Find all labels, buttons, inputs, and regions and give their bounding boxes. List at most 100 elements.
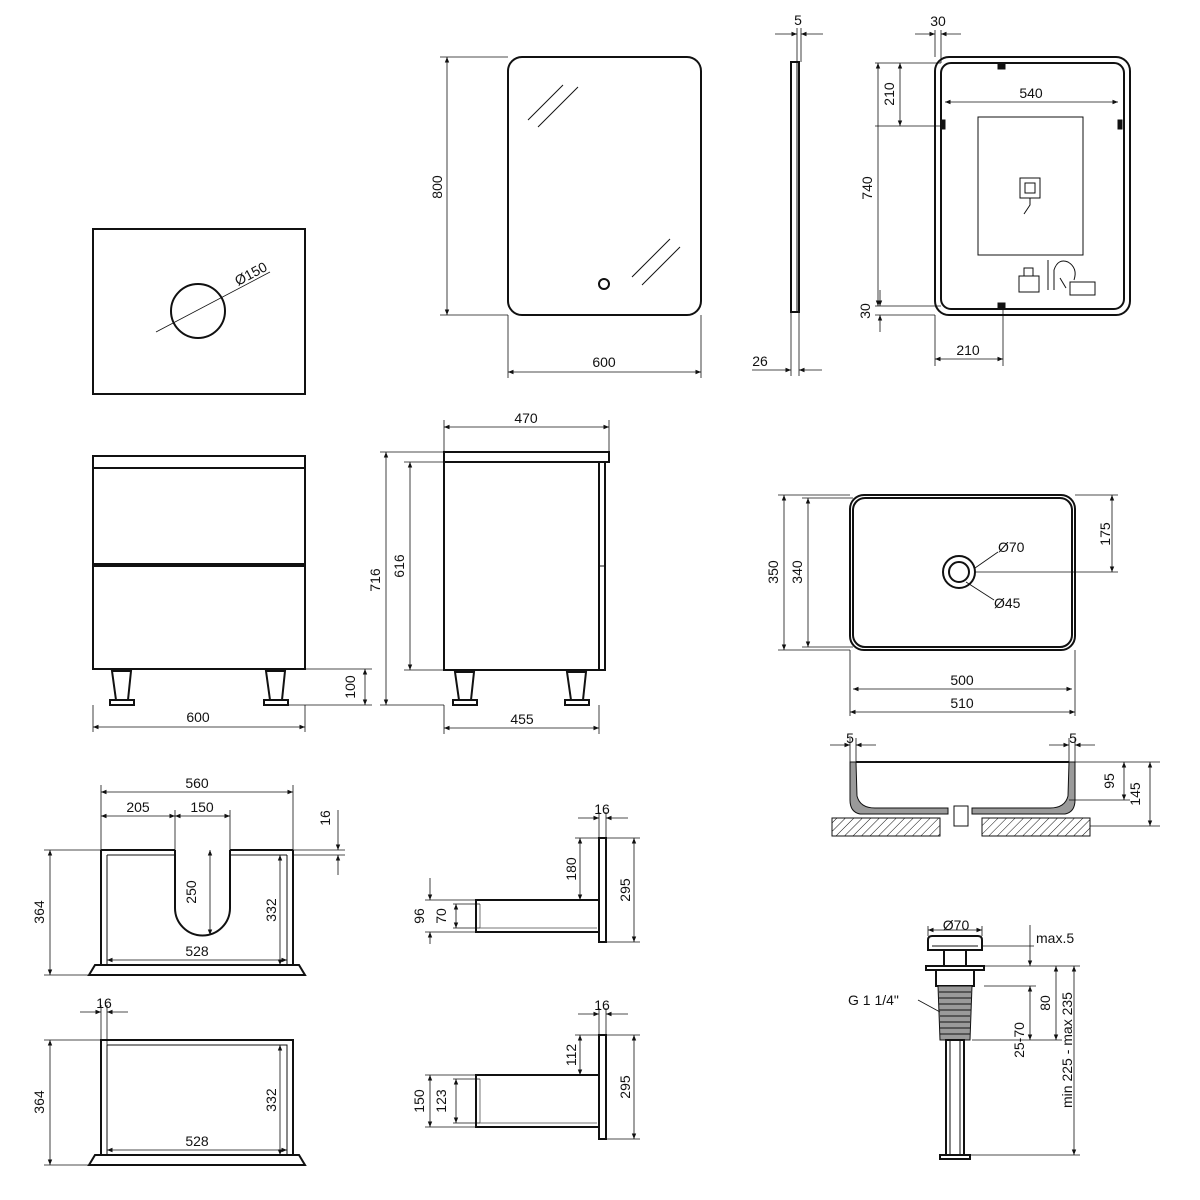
outer-height-label: 150: [411, 1089, 427, 1113]
outer-depth-label: 145: [1127, 782, 1143, 806]
bottom-bracket-label: 210: [956, 342, 980, 358]
front-panel: [598, 1034, 607, 1140]
inner-depth-label: 95: [1101, 773, 1117, 789]
drain-valve: Ø70 max.5 min 225 - max 235 80 25-70 G 1…: [848, 917, 1080, 1160]
mirror-front-view: 800 600: [429, 56, 702, 378]
drawer-side: [475, 1074, 600, 1128]
drain-offset-label: 175: [1097, 522, 1113, 546]
range-label: min 225 - max 235: [1059, 992, 1075, 1108]
upper-drawer-plan: 560 205 150 16 250 364 332 528: [31, 775, 345, 976]
basin-section-view: 5 5 95 145: [830, 730, 1160, 837]
faucet-hole: [170, 283, 226, 339]
bracket-height-label: 210: [881, 82, 897, 106]
body-height-label: 616: [391, 554, 407, 578]
inner-width-label: 528: [185, 943, 209, 959]
drain-outer-label: Ø70: [998, 539, 1025, 555]
drawer-front: [87, 1154, 307, 1166]
sensor-switch-icon: [1019, 177, 1041, 215]
cap-diameter-label: Ø70: [943, 917, 970, 933]
thread-lines: [939, 991, 971, 1035]
panel-thickness-label: 16: [96, 995, 112, 1011]
drawer-front: [87, 964, 307, 976]
upper-runner-section: 16 180 295 96 70: [411, 801, 640, 944]
lower-runner-section: 16 112 295 150 123: [411, 997, 640, 1140]
drain-inner-label: Ø45: [994, 595, 1021, 611]
height-between-label: 740: [859, 176, 875, 200]
counter-section-right: [981, 817, 1091, 837]
outer-height-label: 96: [411, 908, 427, 924]
overall-width-label: 560: [185, 775, 209, 791]
basin-wall-left: [849, 761, 949, 815]
countertop-plan: Ø150: [92, 228, 306, 395]
back-panel: [977, 116, 1084, 256]
bracket-span-label: 540: [1019, 85, 1043, 101]
lower-drawer-plan: 16 364 332 528: [31, 995, 307, 1166]
hole-diameter-label: Ø150: [232, 258, 270, 288]
cabinet-front-view: 600 100: [92, 455, 372, 732]
depth-outer-label: 364: [31, 1090, 47, 1114]
glass-thickness-label: 5: [794, 12, 802, 28]
leg-height-label: 100: [342, 675, 358, 699]
lower-drawer-front: [92, 565, 306, 670]
left-offset-label: 205: [126, 799, 150, 815]
thread-size-label: G 1 1/4": [848, 992, 899, 1008]
rim-left-label: 5: [846, 730, 854, 746]
rail-offset-label: 112: [563, 1044, 579, 1067]
body-depth-label: 455: [510, 711, 534, 727]
drain-outer: [942, 555, 976, 589]
total-height-label: 716: [367, 568, 383, 592]
depth-outer-label: 364: [31, 900, 47, 924]
mirror-back-outline: [934, 56, 1131, 316]
left-leg: [110, 670, 133, 701]
inner-depth-label: 340: [789, 560, 805, 584]
right-leg: [264, 670, 287, 701]
protrusion-label: max.5: [1036, 930, 1074, 946]
mirror-height-label: 800: [429, 175, 445, 199]
basin-outer-rim: [849, 494, 1076, 651]
cabinet-width-label: 600: [186, 709, 210, 725]
wiring-icon: [1018, 260, 1076, 293]
panel-thickness-label: 16: [594, 997, 610, 1013]
basin-top-view: Ø70 Ø45 175 350 340 500 510: [765, 494, 1118, 716]
diameter-leader: [155, 271, 271, 333]
basin-wall-right: [971, 761, 1076, 815]
panel-thickness-label: 16: [594, 801, 610, 817]
mirror-width-label: 600: [592, 354, 616, 370]
inner-height-label: 123: [433, 1089, 449, 1113]
basin-inner-bowl: [852, 497, 1073, 648]
drain-cap: [927, 935, 983, 951]
cutout-width-label: 150: [190, 799, 214, 815]
threaded-body: [937, 985, 973, 1041]
cabinet-top: [92, 455, 306, 469]
inner-width-label: 528: [185, 1133, 209, 1149]
button-icon: [1069, 281, 1096, 296]
panel-thickness-label: 16: [317, 810, 333, 826]
tail-pipe: [945, 1039, 965, 1156]
inner-height-label: 70: [433, 908, 449, 924]
cutout-depth-label: 250: [183, 880, 199, 904]
front-height-label: 295: [617, 1075, 633, 1099]
thread-length-label: 80: [1037, 995, 1053, 1011]
outer-depth-label: 350: [765, 560, 781, 584]
rail-offset-label: 180: [563, 857, 579, 881]
side-body: [443, 461, 600, 671]
top-depth-label: 470: [514, 410, 538, 426]
front-panel: [598, 837, 607, 943]
clamp-range-label: 25-70: [1011, 1022, 1027, 1058]
depth-inner-label: 332: [263, 1088, 279, 1112]
cabinet-side-view: 470 716 616 455: [367, 410, 610, 734]
mirror-depth-label: 26: [752, 353, 768, 369]
rim-right-label: 5: [1069, 730, 1077, 746]
upper-drawer-front: [92, 467, 306, 565]
top-offset-label: 30: [930, 13, 946, 29]
countertop-outline: [92, 228, 306, 395]
front-height-label: 295: [617, 878, 633, 902]
mirror-outline: [507, 56, 702, 316]
bottom-offset-label: 30: [857, 303, 873, 319]
drawer-side: [475, 899, 600, 933]
siphon-cutout: [174, 850, 231, 937]
outer-width-label: 510: [950, 695, 974, 711]
depth-inner-label: 332: [263, 898, 279, 922]
inner-width-label: 500: [950, 672, 974, 688]
